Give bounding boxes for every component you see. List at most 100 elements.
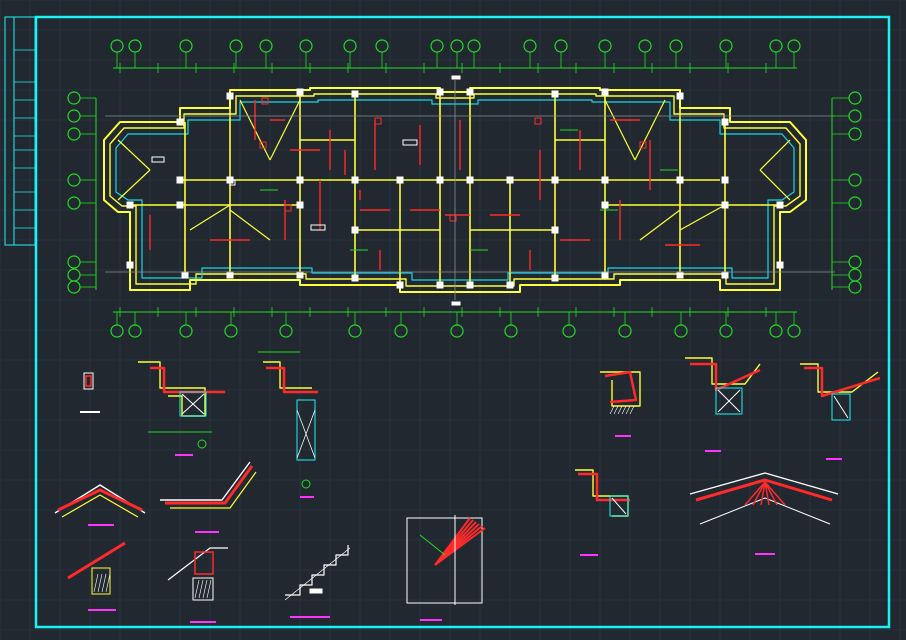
rebar-line [690, 362, 761, 392]
column [551, 176, 559, 184]
column [181, 271, 189, 279]
rebar-line [165, 465, 254, 505]
section-detail-icon [800, 363, 879, 393]
stair-diagonal [634, 99, 666, 161]
section-detail-icon [263, 361, 312, 389]
column [351, 176, 359, 184]
rebar-tag [261, 97, 269, 105]
cross [296, 409, 316, 459]
rebar-rect [194, 551, 214, 575]
stair-diagonal [639, 209, 681, 241]
rebar-tag [284, 204, 292, 212]
column [721, 271, 729, 279]
rebar-tag [639, 141, 647, 149]
stair-diagonal [269, 99, 301, 161]
column [551, 90, 559, 98]
column [466, 88, 474, 96]
wall-line [61, 494, 139, 518]
column [396, 281, 404, 289]
stirrup [179, 391, 207, 417]
column [436, 281, 444, 289]
cross [611, 497, 627, 515]
hatch-line [198, 579, 204, 599]
cross [833, 395, 849, 419]
cross [181, 393, 205, 415]
section-detail-icon [406, 517, 483, 604]
hatch-line [609, 405, 615, 415]
hatch-line [93, 573, 99, 593]
column [676, 176, 684, 184]
rebar-fan [434, 527, 486, 566]
rebar-rect [85, 375, 92, 387]
hatch-line [613, 405, 619, 415]
column [176, 201, 184, 209]
stair-diagonal [229, 209, 271, 241]
rebar-fan [744, 481, 766, 506]
column [601, 88, 609, 96]
hatch-line [194, 579, 200, 599]
rebar-line [695, 478, 833, 502]
stirrup [831, 393, 851, 421]
rebar-tag [259, 141, 267, 149]
rebar-tag [374, 117, 382, 125]
opening-mark [229, 179, 236, 186]
section-details[interactable] [54, 351, 881, 623]
column [351, 90, 359, 98]
stirrup [609, 495, 629, 517]
column [776, 201, 784, 209]
stair-slope [284, 547, 351, 601]
stair-diagonal [759, 169, 791, 201]
column [226, 92, 234, 100]
rebar-fan [760, 481, 766, 506]
wall-block [91, 567, 111, 595]
rebar-tag [534, 117, 542, 125]
column [551, 274, 559, 282]
column-section [296, 399, 316, 461]
stirrup [715, 387, 743, 415]
hatch-line [202, 579, 208, 599]
axis-bubble-icon [197, 439, 207, 449]
column [126, 201, 134, 209]
column [676, 271, 684, 279]
stair-diagonal [604, 99, 636, 161]
wall-line [170, 471, 257, 509]
cyan-wall-line [115, 99, 795, 281]
column [396, 176, 404, 184]
opening-mark [151, 156, 165, 163]
section-detail-icon [167, 547, 228, 581]
rebar-fan [764, 481, 770, 506]
floor-plan[interactable] [95, 63, 835, 317]
outer-wall [103, 87, 807, 293]
column [436, 176, 444, 184]
rebar-fan [764, 481, 778, 506]
hatch-line [101, 573, 107, 593]
section-detail-icon [685, 357, 761, 385]
column [226, 271, 234, 279]
section-mark [451, 301, 461, 306]
rebar-line [804, 366, 881, 398]
column [721, 118, 729, 126]
section-detail-icon [67, 541, 126, 580]
column [676, 92, 684, 100]
column [436, 88, 444, 96]
hatch-line [206, 579, 212, 599]
column [351, 226, 359, 234]
wall-line [699, 497, 831, 525]
axis-bubbles [67, 39, 862, 338]
column [601, 271, 609, 279]
stair-diagonal [759, 139, 791, 171]
hatch-line [617, 405, 623, 415]
tag [309, 588, 323, 594]
column [776, 261, 784, 269]
section-detail-icon [689, 472, 839, 495]
column [506, 281, 514, 289]
rebar-line [604, 370, 638, 404]
footing [192, 577, 214, 601]
stair-diagonal [679, 204, 726, 231]
column [466, 176, 474, 184]
column [601, 176, 609, 184]
stair-diagonal [117, 169, 151, 201]
column [126, 261, 134, 269]
